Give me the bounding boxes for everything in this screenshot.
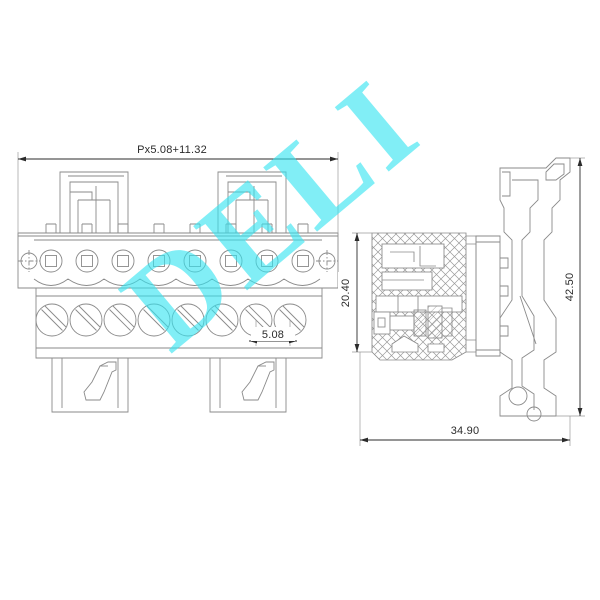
dimension-body-height-label: 20.40 — [340, 279, 352, 308]
contact-2 — [75, 249, 99, 273]
front-view — [17, 171, 339, 413]
dimension-body-height: 20.40 — [338, 232, 372, 353]
contact-1 — [39, 249, 63, 273]
contact-6 — [219, 249, 243, 273]
clamp-assembly — [373, 305, 453, 339]
bottom-latch-right — [209, 358, 287, 413]
bottom-latch-left — [51, 358, 129, 413]
top-clip-left — [59, 171, 129, 234]
screw-head-5 — [171, 303, 205, 337]
screw-head-2 — [69, 303, 103, 337]
dimension-pitch: 5.08 — [249, 320, 297, 346]
contact-5 — [183, 249, 207, 273]
dimension-overall-width: Px5.08+11.32 — [17, 141, 339, 233]
contact-row — [33, 223, 321, 286]
section-view — [371, 232, 477, 361]
screw-head-1 — [35, 303, 69, 337]
contact-3 — [111, 249, 135, 273]
dimension-overall-depth-label: 34.90 — [451, 425, 480, 437]
dimension-overall-height-label: 42.50 — [564, 273, 576, 302]
screw-head-6 — [205, 303, 239, 337]
screw-head-4 — [137, 303, 171, 337]
contact-7 — [255, 249, 279, 273]
mounting-hole-right — [316, 250, 338, 272]
dimension-overall-width-label: Px5.08+11.32 — [137, 144, 207, 156]
dimension-pitch-label: 5.08 — [262, 329, 284, 341]
mounting-hole-left — [18, 250, 40, 272]
plug-body — [35, 287, 323, 359]
screw-head-3 — [103, 303, 137, 337]
dimension-overall-height: 42.50 — [556, 157, 585, 417]
profile-view — [475, 157, 571, 422]
dimension-overall-depth: 34.90 — [359, 352, 571, 446]
contact-8 — [291, 249, 315, 273]
contact-4 — [147, 249, 171, 273]
